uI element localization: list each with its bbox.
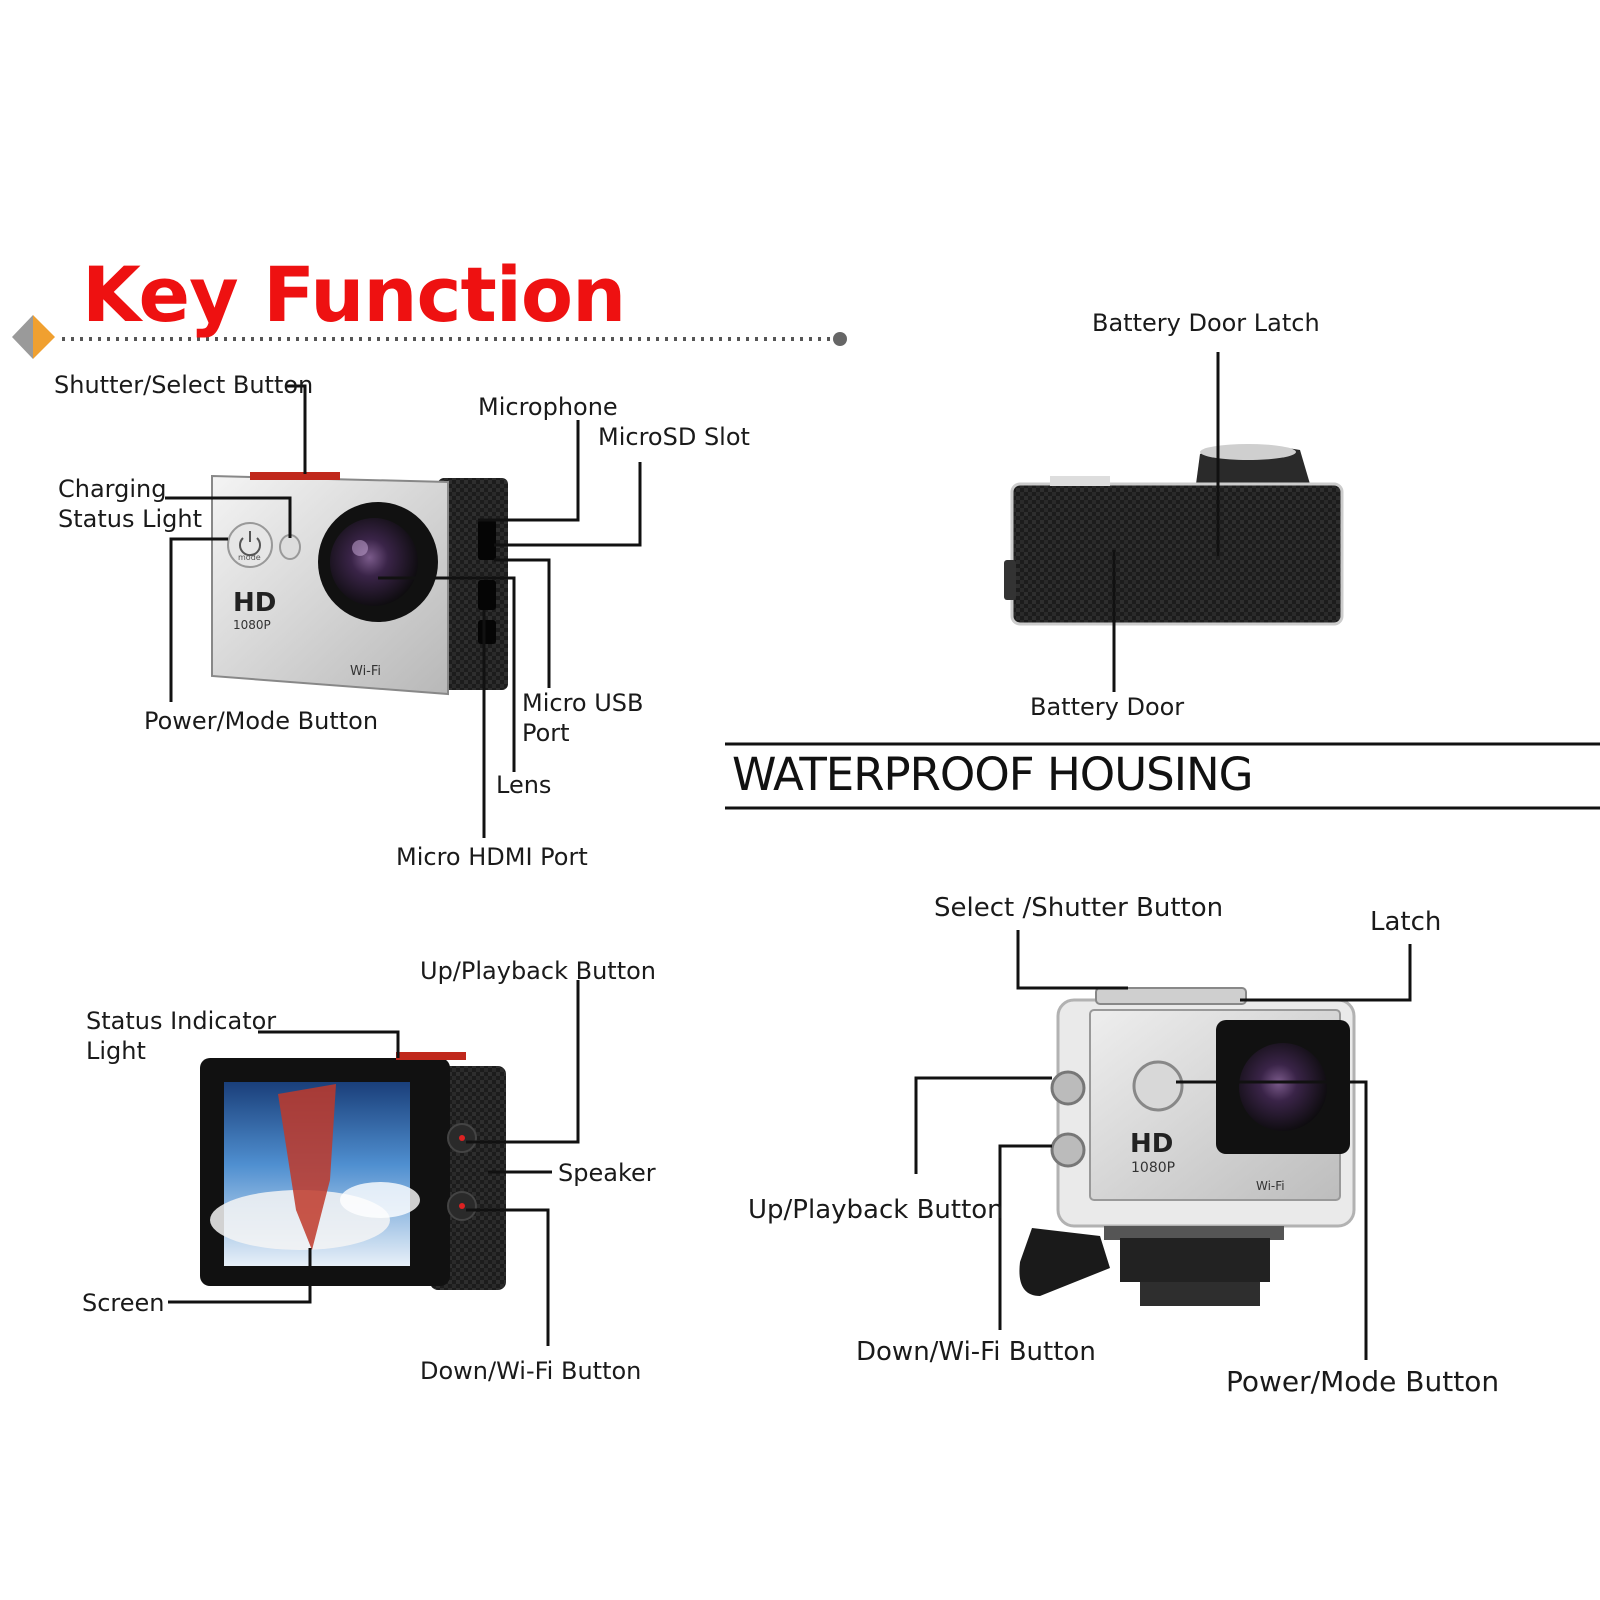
housing-power-button-shape (1132, 1060, 1184, 1112)
charging-light-shape (279, 534, 301, 560)
label-charging-1: Charging (58, 475, 167, 503)
leader-housing-latch (1240, 944, 1412, 1002)
top-lens-rim (1200, 444, 1296, 460)
housing-wifi-text: Wi-Fi (1256, 1179, 1285, 1193)
front-leader-lines (165, 384, 642, 838)
label-housing-up: Up/Playback Button (748, 1195, 1004, 1225)
label-status-2: Light (86, 1037, 146, 1065)
housing-down-button-shape (1050, 1132, 1086, 1168)
label-microsd: MicroSD Slot (598, 423, 750, 451)
label-microphone: Microphone (478, 393, 618, 421)
housing-lens (1239, 1043, 1327, 1131)
leader-housing-up (914, 1076, 1052, 1174)
leader-shutter (287, 384, 307, 474)
label-up-playback: Up/Playback Button (420, 957, 656, 985)
label-charging-2: Status Light (58, 505, 202, 533)
shutter-button-shape (250, 472, 340, 480)
leader-housing-down (998, 1144, 1052, 1330)
top-camera (1004, 444, 1344, 626)
leader-microsd (494, 462, 642, 547)
front-wifi-text: Wi-Fi (350, 664, 381, 679)
leader-up-playback (466, 980, 580, 1144)
title-decoration (12, 315, 847, 359)
label-micro-hdmi: Micro HDMI Port (396, 843, 588, 871)
microsd-slot-shape (478, 520, 496, 560)
power-icon (239, 537, 261, 557)
micro-usb-shape (478, 580, 496, 610)
label-power-mode: Power/Mode Button (144, 707, 379, 735)
leader-screen (168, 1248, 312, 1304)
label-down-wifi: Down/Wi-Fi Button (420, 1357, 642, 1385)
front-res-text: 1080P (233, 618, 271, 632)
leader-housing-select (1016, 930, 1128, 990)
label-battery-door: Battery Door (1030, 693, 1185, 721)
diamond-right-icon (33, 315, 55, 359)
micro-hdmi-shape (478, 620, 496, 644)
leader-charging (165, 496, 292, 538)
label-speaker: Speaker (558, 1159, 656, 1187)
label-housing-down: Down/Wi-Fi Button (856, 1337, 1096, 1367)
leader-microphone (478, 420, 580, 522)
top-leader-lines (1112, 352, 1220, 692)
rear-camera (200, 1052, 506, 1290)
diamond-left-icon (12, 315, 33, 359)
leader-lens (378, 576, 516, 772)
front-mode-text: mode (238, 553, 261, 562)
label-status-1: Status Indicator (86, 1007, 277, 1035)
top-button-shape (1050, 476, 1110, 486)
front-hd-text: HD (233, 588, 276, 618)
label-housing-power: Power/Mode Button (1226, 1365, 1500, 1398)
rear-status-light-shape (396, 1052, 466, 1060)
label-lens: Lens (496, 771, 552, 799)
label-micro-usb-1: Micro USB (522, 689, 644, 717)
mount-base (1140, 1282, 1260, 1306)
front-camera (211, 472, 508, 696)
rear-leader-lines (168, 980, 580, 1346)
housing-hd-text: HD (1130, 1129, 1173, 1159)
housing-camera (1019, 987, 1356, 1306)
housing-res-text: 1080P (1131, 1160, 1175, 1176)
label-screen: Screen (82, 1289, 165, 1317)
housing-leader-lines (914, 930, 1412, 1360)
top-camera-body (1010, 482, 1344, 626)
leader-status-light (258, 1030, 400, 1058)
housing-top-latch-shape (1095, 987, 1247, 1005)
leader-usb (494, 558, 551, 688)
label-shutter-select: Shutter/Select Button (54, 371, 314, 399)
label-housing-select: Select /Shutter Button (934, 893, 1224, 923)
housing-up-button-shape (1050, 1070, 1086, 1106)
leader-power (169, 537, 228, 702)
power-mode-button-shape (227, 522, 273, 568)
leader-housing-power (1176, 1080, 1368, 1360)
lens-glass (330, 518, 418, 606)
label-housing-latch: Latch (1370, 907, 1442, 937)
label-micro-usb-2: Port (522, 719, 570, 747)
leader-down-wifi (466, 1208, 550, 1346)
windsurf-sail (278, 1084, 336, 1250)
label-battery-latch: Battery Door Latch (1092, 309, 1320, 337)
title-rule-end-dot (833, 332, 847, 346)
waterproof-housing-title: WATERPROOF HOUSING (732, 748, 1254, 801)
mount-clip (1120, 1238, 1270, 1282)
mount-arm (1019, 1228, 1110, 1296)
page-title: Key Function (82, 250, 626, 339)
